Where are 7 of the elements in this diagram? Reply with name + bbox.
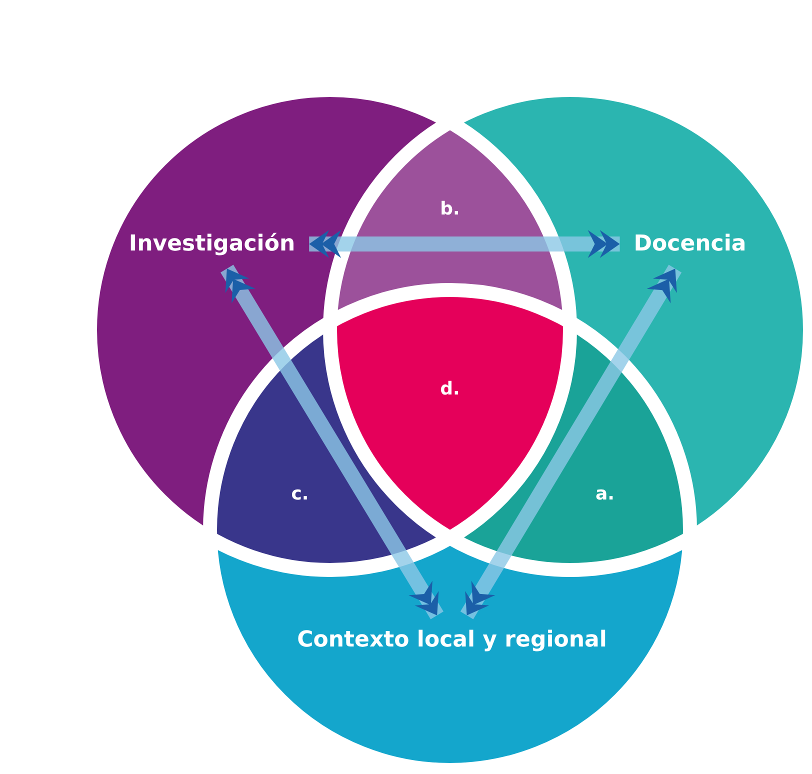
region-label: a.: [596, 484, 614, 506]
region-label: c.: [291, 484, 309, 506]
region-label: Investigación: [128, 231, 296, 257]
region-label: b.: [440, 200, 460, 220]
region-label: Contexto local y regional: [297, 627, 607, 653]
region-label: Docencia: [634, 231, 746, 257]
region-label: d.: [440, 380, 460, 400]
